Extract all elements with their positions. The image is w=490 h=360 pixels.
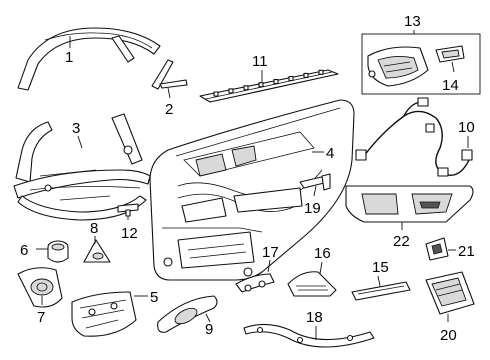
part-5-door-module <box>71 291 137 337</box>
callout-2: 2 <box>165 101 173 118</box>
callout-3: 3 <box>72 120 80 137</box>
leader-3 <box>77 135 83 149</box>
part-13-handle-assembly-box <box>361 33 481 95</box>
part-3-door-frame <box>13 113 151 221</box>
part-14-switch <box>435 45 465 63</box>
callout-13: 13 <box>404 13 421 30</box>
part-1-window-molding <box>17 27 161 91</box>
callout-15: 15 <box>372 259 389 276</box>
belt-clip <box>303 72 309 78</box>
callout-18: 18 <box>306 309 323 326</box>
callout-5: 5 <box>150 289 158 306</box>
part-11-belt-molding <box>199 69 339 103</box>
part-20-window-switch <box>425 271 475 315</box>
leader-19 <box>313 185 317 197</box>
part-4-door-trim-panel <box>149 99 355 281</box>
part-2-trim-strip <box>151 59 188 90</box>
callout-7: 7 <box>37 309 45 326</box>
callout-22: 22 <box>393 233 410 250</box>
part-10-wiring-harness <box>355 97 473 177</box>
part-16-pull-handle <box>287 271 337 297</box>
belt-clip <box>213 91 219 97</box>
belt-clip <box>318 69 324 75</box>
leader-9 <box>205 313 211 323</box>
callout-19: 19 <box>304 200 321 217</box>
callout-4: 4 <box>326 145 334 162</box>
callout-20: 20 <box>440 327 457 344</box>
part-15-trim-insert <box>351 281 411 301</box>
belt-clip <box>258 82 264 88</box>
callout-11: 11 <box>252 53 268 70</box>
part-9-speaker-grille <box>157 295 218 333</box>
leader-14 <box>451 61 455 73</box>
part-7-speaker-housing <box>17 267 63 308</box>
callout-6: 6 <box>20 242 28 259</box>
belt-clip <box>228 88 234 94</box>
callout-10: 10 <box>458 119 475 136</box>
belt-clip <box>243 85 249 91</box>
callout-9: 9 <box>205 321 213 338</box>
callout-21: 21 <box>458 243 475 260</box>
belt-clip <box>288 75 294 82</box>
part-6-cap <box>47 240 69 263</box>
part-18-lower-trim-strip <box>243 323 375 348</box>
part-17-armrest-cover <box>235 273 275 293</box>
callout-14: 14 <box>442 77 459 94</box>
belt-clip <box>273 79 279 85</box>
part-8-tweeter-cover <box>83 239 111 263</box>
leader-15 <box>377 275 381 287</box>
leader-17 <box>267 259 271 273</box>
leader-16 <box>319 261 323 275</box>
callout-12: 12 <box>121 225 138 242</box>
callout-1: 1 <box>65 49 73 66</box>
part-22-armrest-bezel <box>345 185 474 223</box>
callout-17: 17 <box>262 244 279 261</box>
callout-8: 8 <box>90 220 98 237</box>
part-19-bracket <box>299 173 331 191</box>
part-12-clip <box>117 203 139 217</box>
part-21-switch <box>425 237 449 261</box>
callout-16: 16 <box>314 245 331 262</box>
leader-2 <box>167 87 171 99</box>
